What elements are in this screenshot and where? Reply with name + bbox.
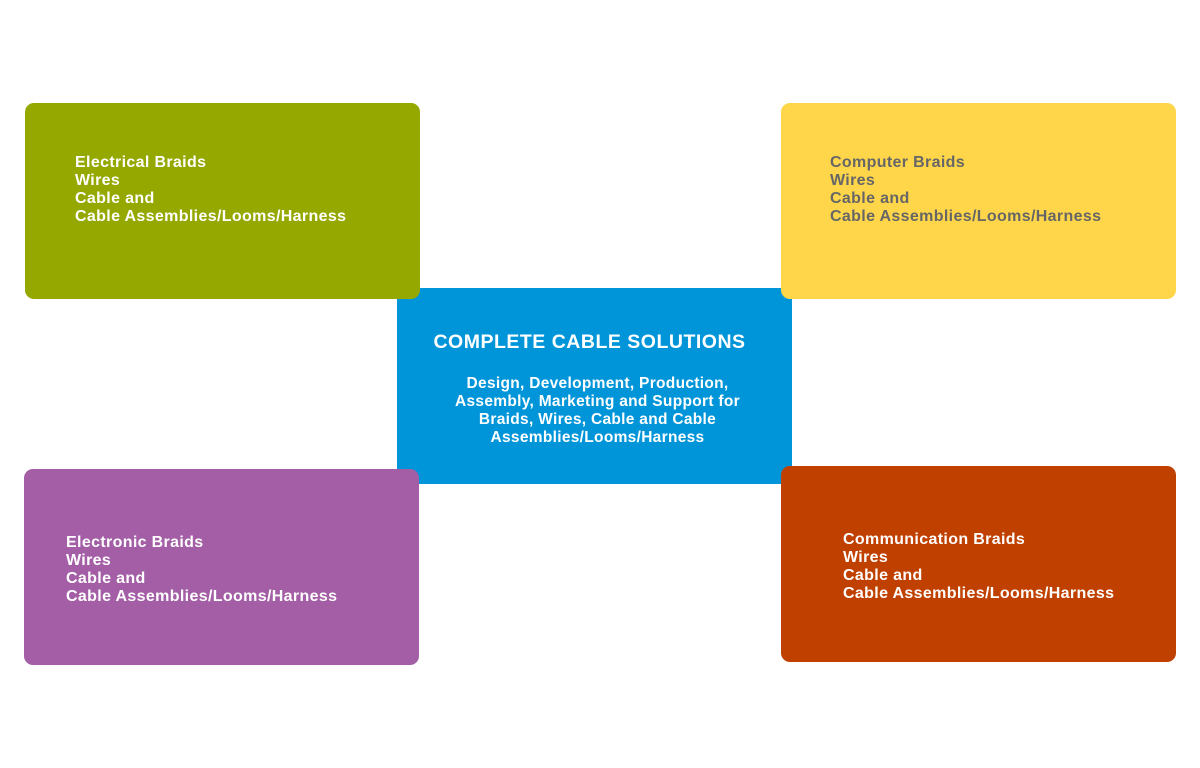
box-line: Computer Braids (830, 154, 966, 171)
box-line: Cable and (830, 190, 910, 207)
center-description-line: Braids, Wires, Cable and Cable (478, 411, 717, 428)
box-line: Wires (66, 552, 112, 569)
box-line: Cable and (843, 567, 923, 584)
box-line: Cable Assemblies/Looms/Harness (75, 208, 347, 225)
electronic-box: Electronic Braids Wires Cable and Cable … (24, 469, 419, 665)
box-line: Cable Assemblies/Looms/Harness (843, 585, 1115, 602)
center-title: COMPLETE CABLE SOLUTIONS (433, 331, 746, 353)
electrical-box-text: Electrical Braids Wires Cable and Cable … (75, 154, 346, 226)
center-box-complete-cable-solutions: COMPLETE CABLE SOLUTIONS Design, Develop… (397, 288, 792, 484)
box-line: Electronic Braids (66, 534, 204, 551)
box-line: Wires (830, 172, 876, 189)
center-description-line: Assemblies/Looms/Harness (490, 429, 705, 446)
box-line: Communication Braids (843, 531, 1026, 548)
communication-box: Communication Braids Wires Cable and Cab… (781, 466, 1176, 662)
electrical-box: Electrical Braids Wires Cable and Cable … (25, 103, 420, 299)
box-line: Electrical Braids (75, 154, 207, 171)
electronic-box-text: Electronic Braids Wires Cable and Cable … (66, 534, 337, 606)
box-line: Cable and (66, 570, 146, 587)
computer-box: Computer Braids Wires Cable and Cable As… (781, 103, 1176, 299)
box-line: Cable Assemblies/Looms/Harness (830, 208, 1102, 225)
communication-box-text: Communication Braids Wires Cable and Cab… (843, 531, 1114, 603)
box-line: Wires (75, 172, 121, 189)
center-description: Design, Development, Production, Assembl… (397, 375, 792, 447)
center-description-line: Assembly, Marketing and Support for (455, 393, 740, 410)
box-line: Cable and (75, 190, 155, 207)
box-line: Cable Assemblies/Looms/Harness (66, 588, 338, 605)
computer-box-text: Computer Braids Wires Cable and Cable As… (830, 154, 1101, 226)
center-description-line: Design, Development, Production, (466, 375, 729, 392)
box-line: Wires (843, 549, 889, 566)
